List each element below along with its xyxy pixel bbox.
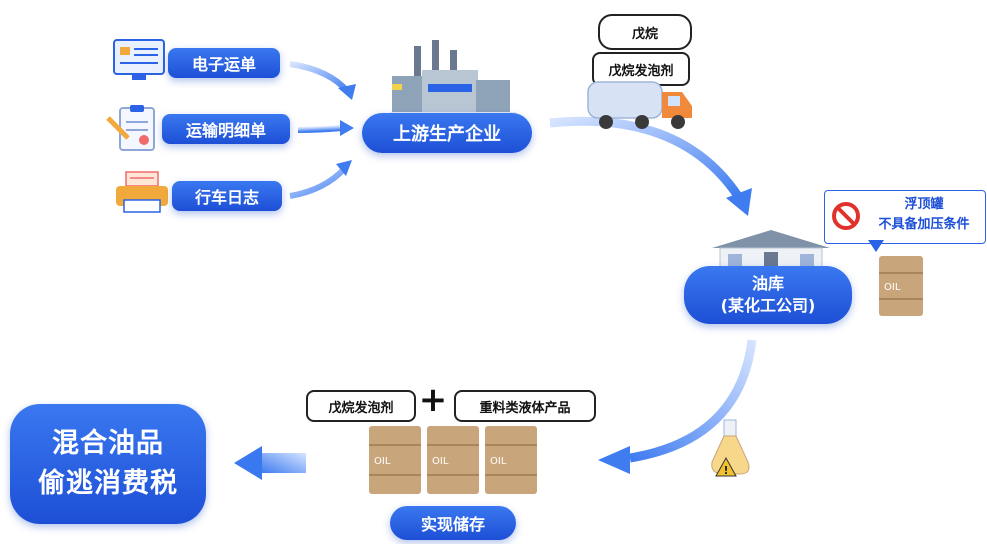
oil-barrel-icon: OIL (485, 426, 537, 494)
warning-line1: 浮顶罐 (904, 197, 944, 212)
arrow-to-result-head (234, 446, 262, 480)
arrow-doc3 (289, 165, 348, 199)
arrow-to-depot (549, 116, 742, 199)
screen-document-icon (113, 39, 165, 80)
arrow-to-storage-head (598, 446, 630, 474)
warning-note-text: 浮顶罐 不具备加压条件 (865, 195, 983, 235)
warning-line2: 不具备加压条件 (878, 217, 970, 232)
arrow-doc1-head (338, 84, 356, 100)
depot-line2: (某化工公司) (720, 296, 816, 315)
upstream-pill: 上游生产企业 (362, 113, 532, 153)
depot-pill: 油库 (某化工公司) (684, 266, 852, 324)
depot-line1: 油库 (751, 274, 784, 293)
arrow-to-result-stripe (262, 453, 306, 473)
barrel-label: OIL (490, 456, 507, 467)
doc-item-driving-log (114, 170, 172, 218)
doc-pill-electronic-waybill: 电子运单 (168, 48, 280, 78)
doc-label: 行车日志 (194, 188, 259, 207)
clipboard-pen-icon (106, 105, 155, 151)
svg-text:!: ! (724, 464, 729, 477)
oil-barrel-icon: OIL (427, 426, 479, 494)
result-box: 混合油品 偷逃消费税 (10, 404, 206, 524)
storage-pill: 实现储存 (390, 506, 516, 540)
result-line2: 偷逃消费税 (38, 468, 178, 499)
arrow-doc2-head (340, 120, 354, 136)
oil-barrel-icon: OIL (369, 426, 421, 494)
blend-right-label: 重料类液体产品 (479, 400, 571, 416)
barrel-label: OIL (374, 456, 391, 467)
arrow-doc3-head (336, 160, 352, 176)
warning-note-box: 浮顶罐 不具备加压条件 (824, 190, 986, 244)
doc-item-electronic-waybill (112, 36, 168, 86)
storage-label: 实现储存 (420, 515, 485, 534)
truck-tag-top-label: 戊烷 (631, 26, 658, 42)
printer-log-icon (116, 171, 168, 213)
factory-icon (388, 40, 518, 122)
doc-label: 电子运单 (191, 55, 256, 74)
result-line1: 混合油品 (52, 428, 164, 459)
blend-left-label: 戊烷发泡剂 (328, 400, 394, 416)
truck-tag-bottom-label: 戊烷发泡剂 (608, 63, 674, 79)
prohibited-icon (832, 202, 860, 230)
truck-tag-pentane-foaming: 戊烷发泡剂 (592, 52, 690, 86)
doc-pill-transport-detail: 运输明细单 (162, 114, 290, 144)
plus-label: + (418, 380, 448, 420)
tank-truck-icon (587, 81, 692, 129)
plus-sign: + (418, 380, 448, 420)
barrel-label: OIL (432, 456, 449, 467)
blend-tag-heavy-liquid: 重料类液体产品 (454, 390, 596, 422)
arrow-to-storage (629, 339, 757, 463)
arrow-to-depot-head (726, 188, 752, 216)
blend-tag-foaming-agent: 戊烷发泡剂 (306, 390, 416, 422)
warning-note-pointer (868, 240, 884, 252)
truck-tag-pentane: 戊烷 (598, 14, 692, 50)
flask-warning-icon: ! (711, 419, 750, 477)
doc-pill-driving-log: 行车日志 (172, 181, 282, 211)
barrel-label: OIL (884, 282, 901, 293)
doc-item-transport-detail (106, 104, 166, 158)
arrow-doc2 (297, 125, 343, 133)
upstream-label: 上游生产企业 (393, 124, 501, 145)
doc-label: 运输明细单 (185, 121, 266, 140)
oil-barrel-icon: OIL (879, 256, 923, 316)
